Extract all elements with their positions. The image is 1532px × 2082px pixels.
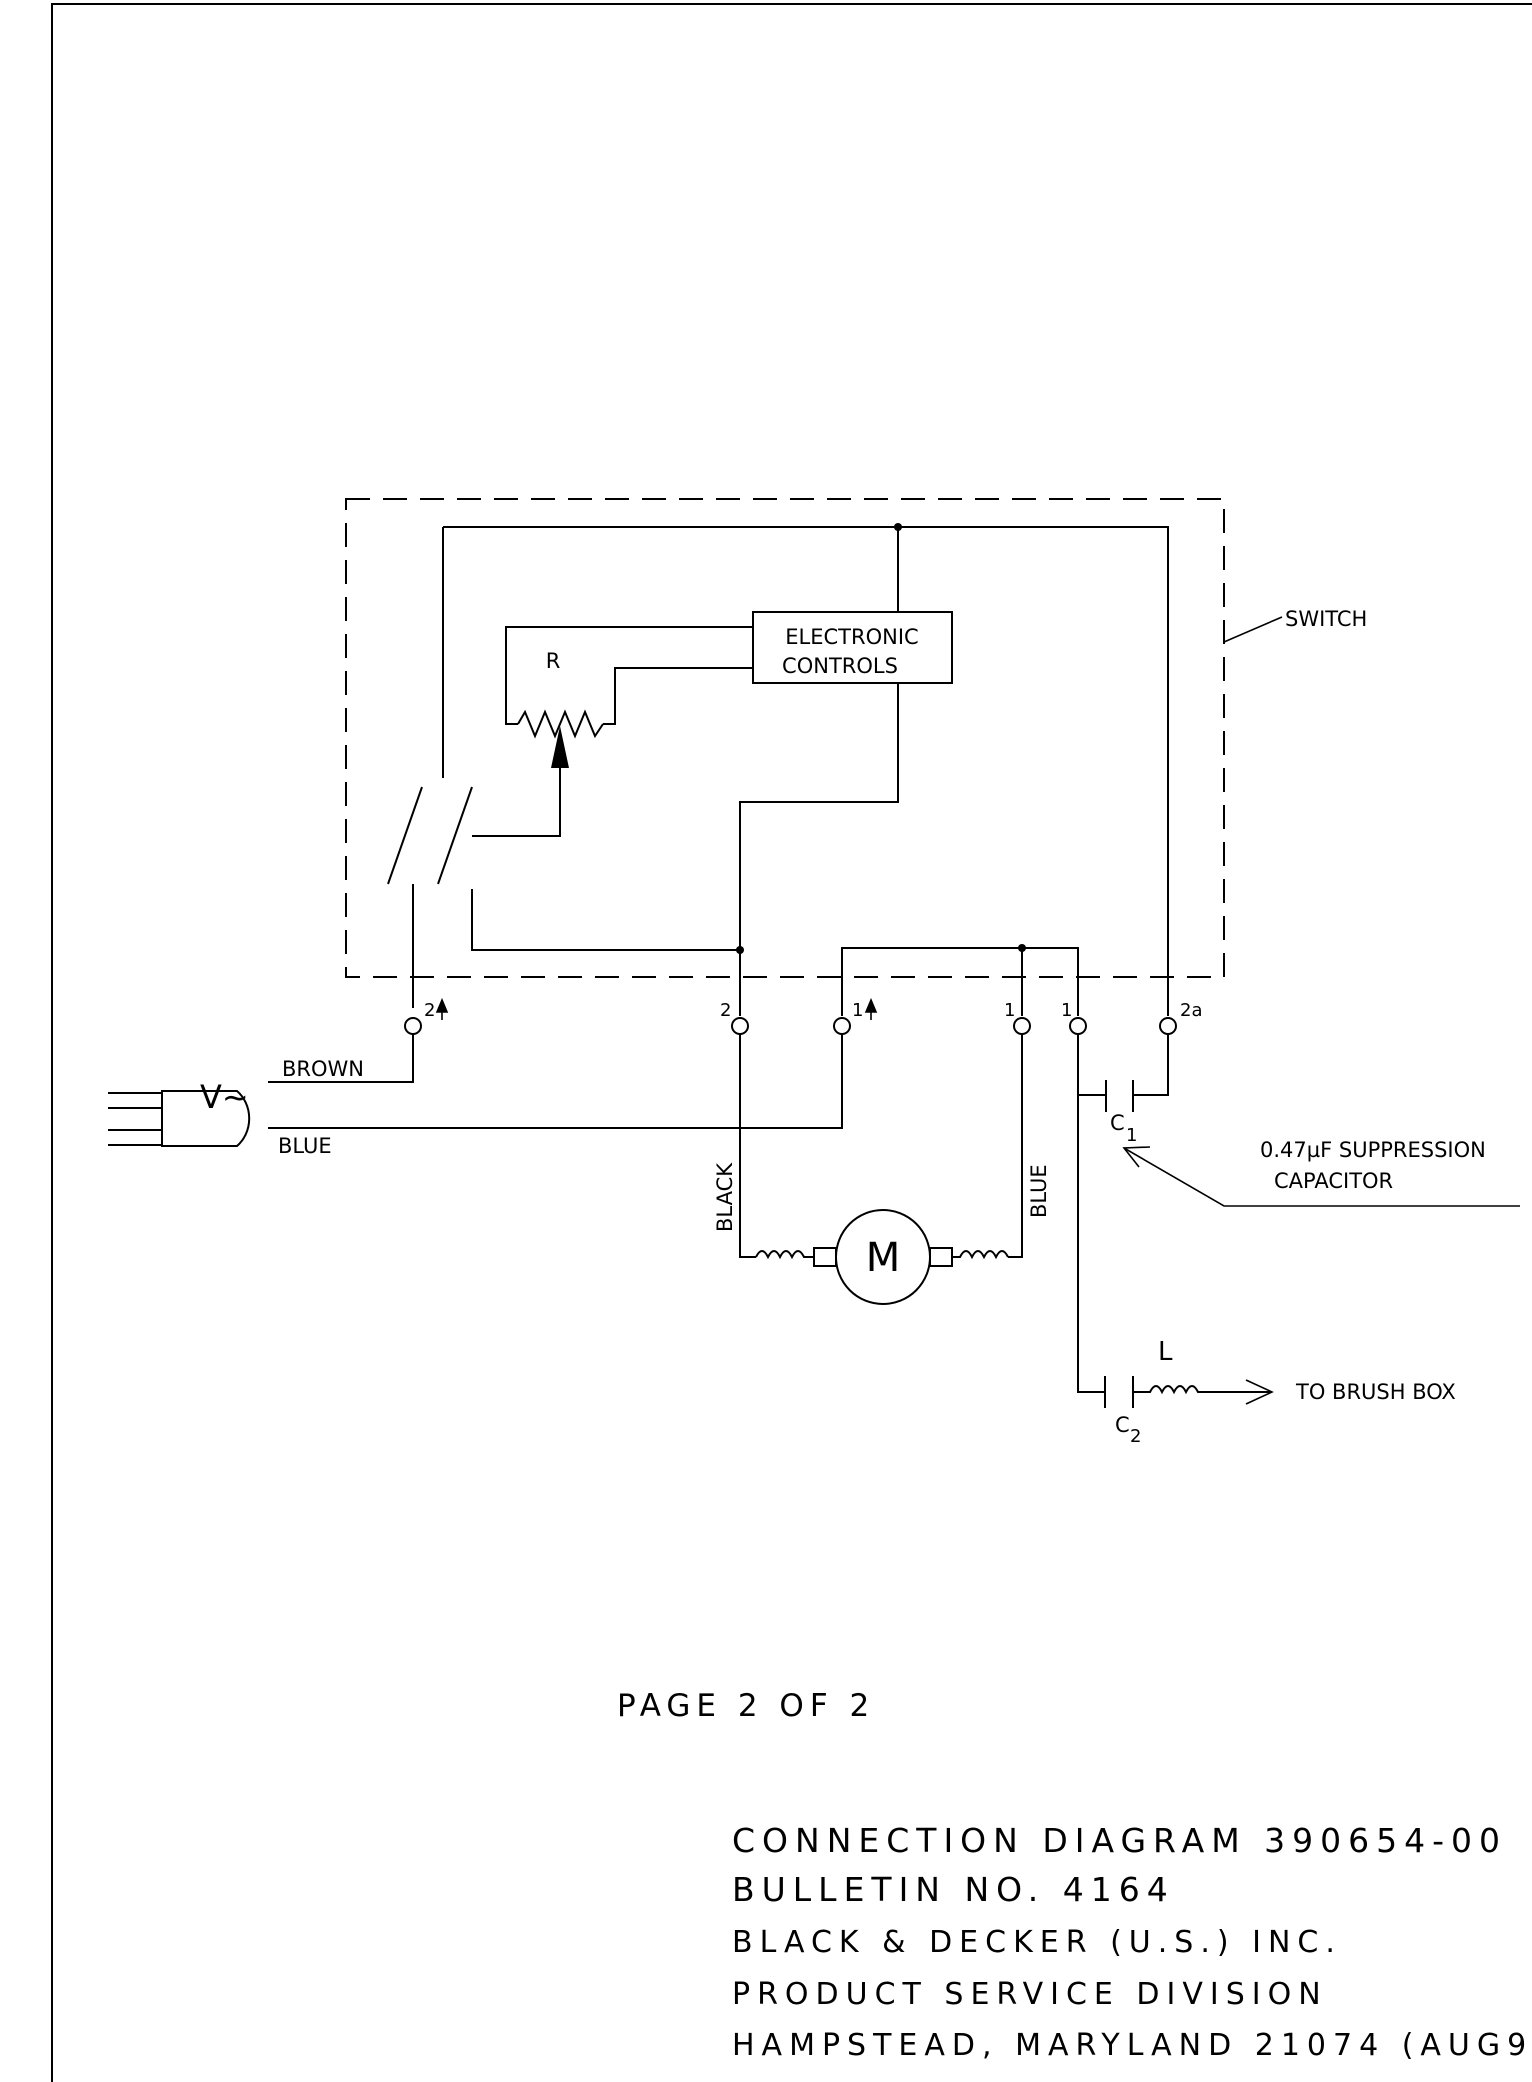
electronic-controls-box bbox=[752, 611, 953, 684]
inductor-coil bbox=[1133, 1385, 1272, 1395]
terminal-2-arrow bbox=[404, 1017, 422, 1035]
title-line-2: BULLETIN NO. 4164 bbox=[732, 1870, 1175, 1909]
capacitor-label-line1: 0.47µF SUPPRESSION bbox=[1260, 1138, 1486, 1162]
c1-subscript: 1 bbox=[1126, 1125, 1137, 1146]
brown-wire bbox=[268, 1034, 414, 1083]
brush-box-arrow-icon bbox=[1245, 1379, 1274, 1405]
resistor-label: R bbox=[546, 649, 561, 673]
switch-label: SWITCH bbox=[1285, 607, 1367, 631]
terminal-1-bus bbox=[841, 947, 1079, 1016]
switch-enclosure bbox=[345, 498, 1225, 978]
top-bus-wire bbox=[443, 526, 1169, 977]
to-brush-box-label: TO BRUSH BOX bbox=[1295, 1380, 1456, 1404]
black-wire-label: BLACK bbox=[713, 1162, 737, 1232]
page-footer: PAGE 2 OF 2 bbox=[617, 1688, 875, 1724]
blue-wire-label: BLUE bbox=[1027, 1164, 1051, 1218]
switch-right-lead bbox=[471, 889, 740, 951]
switch-contact-right bbox=[437, 786, 473, 885]
c1-label: C bbox=[1110, 1111, 1125, 1135]
title-line-1: CONNECTION DIAGRAM 390654-00 bbox=[732, 1821, 1507, 1860]
suppression-trunk bbox=[1077, 1034, 1105, 1393]
terminal-1-arrow-icon bbox=[864, 997, 878, 1020]
title-line-4: PRODUCT SERVICE DIVISION bbox=[732, 1977, 1328, 2012]
capacitor-leader-arrow-icon bbox=[1122, 1146, 1151, 1168]
switch-contact-left bbox=[387, 786, 423, 885]
electronic-label: ELECTRONIC bbox=[785, 625, 918, 649]
junction-2 bbox=[736, 946, 744, 954]
terminal-2-arrow-label: 2 bbox=[424, 1000, 435, 1021]
terminal-2a bbox=[1159, 1017, 1177, 1035]
terminal-2-arrow-icon bbox=[435, 997, 449, 1020]
brush-right bbox=[929, 1247, 953, 1267]
wiper-lead bbox=[472, 768, 561, 837]
brown-label: BROWN bbox=[282, 1057, 364, 1081]
controls-output bbox=[739, 683, 899, 1016]
pot-left-lead bbox=[505, 626, 753, 725]
c2-label: C bbox=[1115, 1413, 1130, 1437]
black-wire bbox=[739, 1034, 756, 1258]
motor-label: M bbox=[866, 1235, 901, 1281]
blue-motor-wire bbox=[1008, 1034, 1023, 1258]
terminal-1-right-label: 1 bbox=[1061, 1000, 1072, 1021]
title-line-3: BLACK & DECKER (U.S.) INC. bbox=[732, 1925, 1342, 1960]
brush-left bbox=[813, 1247, 837, 1267]
blue-plug-wire bbox=[268, 1034, 843, 1129]
source-label: V~ bbox=[200, 1078, 249, 1116]
title-line-5: HAMPSTEAD, MARYLAND 21074 (AUG99-TS) bbox=[732, 2028, 1532, 2063]
switch-leader bbox=[1223, 616, 1283, 643]
sheet-border bbox=[51, 3, 1532, 2082]
terminal-2 bbox=[731, 1017, 749, 1035]
c1-right-lead bbox=[1133, 1034, 1169, 1096]
controls-label: CONTROLS bbox=[782, 654, 898, 678]
resistor-zigzag bbox=[517, 709, 604, 739]
terminal-1-left-label: 1 bbox=[1004, 1000, 1015, 1021]
terminal-2-label: 2 bbox=[720, 1000, 731, 1021]
plug-icon bbox=[108, 1090, 251, 1147]
blue-plug-label: BLUE bbox=[278, 1134, 332, 1158]
wiper-arrow-icon bbox=[551, 726, 569, 768]
pot-right-lead bbox=[603, 667, 753, 725]
inductor-label: L bbox=[1158, 1337, 1173, 1367]
c2-subscript: 2 bbox=[1130, 1426, 1141, 1447]
field-coil-right bbox=[952, 1250, 1009, 1260]
capacitor-label-line2: CAPACITOR bbox=[1274, 1169, 1393, 1193]
terminal-1-arrow bbox=[833, 1017, 851, 1035]
capacitor-leader bbox=[1123, 1147, 1520, 1207]
terminal-1-arrow-label: 1 bbox=[852, 1000, 863, 1021]
terminal-2a-label: 2a bbox=[1180, 1000, 1202, 1021]
field-coil-left bbox=[755, 1250, 814, 1260]
terminal-1-left bbox=[1013, 1017, 1031, 1035]
